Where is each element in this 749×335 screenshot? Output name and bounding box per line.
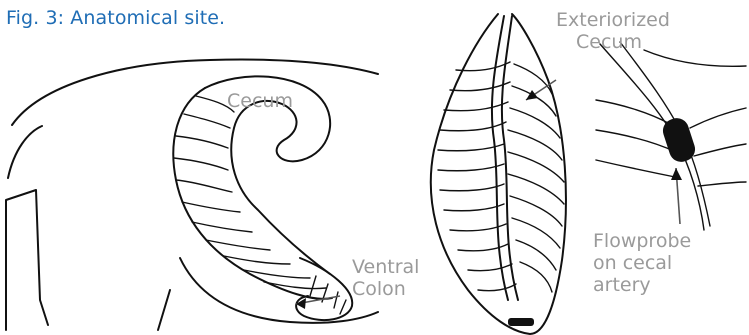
label-cecum-text: Cecum	[227, 90, 293, 112]
label-exteriorized-cecum: Exteriorized Cecum	[556, 9, 670, 53]
cecal-band-right	[502, 16, 518, 300]
body-fold	[8, 126, 42, 178]
cecum-inner	[173, 88, 332, 299]
exteriorized-cecum-outline	[431, 14, 566, 334]
branch-5	[694, 144, 746, 156]
label-exteriorized-line1: Exteriorized	[556, 9, 670, 31]
flowprobe-arrowhead	[671, 168, 682, 180]
lower-stroke	[158, 290, 170, 330]
label-flowprobe: Flowprobe on cecal artery	[593, 230, 691, 296]
colon-outline	[296, 258, 352, 320]
body-outline	[12, 60, 378, 125]
label-flowprobe-line3: artery	[593, 274, 691, 296]
leg-line	[6, 190, 48, 330]
branch-4	[690, 108, 746, 128]
probe-marker-small	[508, 318, 534, 326]
label-ventral-colon-line1: Ventral	[352, 256, 419, 278]
label-exteriorized-line2: Cecum	[556, 31, 670, 53]
branch-3	[596, 160, 680, 178]
label-flowprobe-line2: on cecal	[593, 252, 691, 274]
branch-6	[698, 182, 746, 186]
label-ventral-colon: Ventral Colon	[352, 256, 419, 300]
label-ventral-colon-line2: Colon	[352, 278, 419, 300]
branch-1	[596, 100, 670, 124]
label-flowprobe-line1: Flowprobe	[593, 230, 691, 252]
exteriorized-arrowhead	[526, 90, 538, 100]
label-cecum: Cecum	[227, 90, 293, 112]
